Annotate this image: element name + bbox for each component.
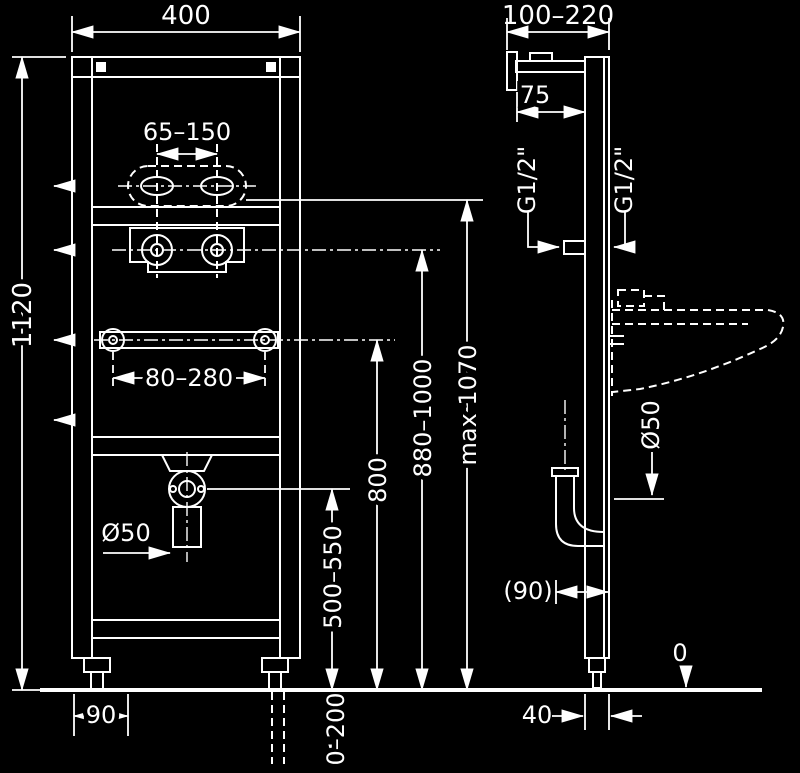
dim-tap-centers-label: 65–150 xyxy=(143,118,231,146)
dim-frame-width-label: 400 xyxy=(161,1,211,31)
side-view: 100–220 75 G1/2" G1/2" Ø50 xyxy=(502,1,785,730)
dim-rail-range-label: 80–280 xyxy=(145,364,233,392)
drain-trap-side xyxy=(551,400,605,547)
frame-side xyxy=(584,56,610,689)
water-connections-front xyxy=(112,227,440,273)
dim-drain-offset-label: (90) xyxy=(503,577,552,605)
dim-foot-offset: 90 xyxy=(73,694,129,736)
drain-front xyxy=(160,452,214,562)
dim-frame-height: 1120 xyxy=(4,56,66,691)
dim-foot-offset-label: 90 xyxy=(86,701,117,729)
dim-bracket-range-label: 100–220 xyxy=(502,1,614,31)
thread-back-callout: G1/2" xyxy=(610,146,638,254)
dim-drain-diameter-side: Ø50 xyxy=(614,400,665,500)
dim-foot-depth-label: 40 xyxy=(522,701,553,729)
floor-zero-callout: 0 xyxy=(672,639,693,688)
dim-bracket-offset: 75 xyxy=(515,77,586,122)
dim-below-floor: 0–200 xyxy=(318,688,355,770)
dim-frame-width: 400 xyxy=(71,1,301,52)
dim-bracket-offset-label: 75 xyxy=(520,81,551,109)
dim-drain-diameter-front-label: Ø50 xyxy=(101,519,150,547)
dim-bracket-range: 100–220 xyxy=(502,1,614,50)
dim-max-height-label: max 1070 xyxy=(454,345,482,466)
dim-drain-diameter-side-label: Ø50 xyxy=(637,400,665,449)
dim-foot-depth: 40 xyxy=(522,694,642,730)
water-connection-side xyxy=(563,240,586,255)
mounting-rail xyxy=(94,328,395,352)
dim-connection-height: 880–1000 xyxy=(405,249,442,691)
thread-front-callout: G1/2" xyxy=(513,146,560,254)
dim-rail-range: 80–280 xyxy=(112,352,266,397)
thread-front-label: G1/2" xyxy=(513,146,541,214)
dim-tap-centers: 65–150 xyxy=(143,118,231,161)
dim-drain-offset: (90) xyxy=(503,577,609,605)
dim-drain-diameter-front: Ø50 xyxy=(101,519,171,560)
thread-back-label: G1/2" xyxy=(610,146,638,214)
washbasin-outline xyxy=(609,289,785,396)
level-marker-arrows xyxy=(53,179,76,427)
floor-zero-label: 0 xyxy=(672,639,687,667)
dim-rail-height: 800 xyxy=(360,339,397,691)
dim-rail-height-label: 800 xyxy=(364,457,392,503)
dim-frame-height-label: 1120 xyxy=(8,282,38,348)
front-view: 65–150 80–280 xyxy=(4,1,487,770)
dim-max-height: max 1070 xyxy=(246,199,487,691)
tap-holes xyxy=(118,144,256,278)
dim-connection-height-label: 880–1000 xyxy=(409,359,437,478)
dim-drain-height: 500–550 xyxy=(207,488,352,691)
wall-bracket-side xyxy=(506,51,586,91)
dim-below-floor-label: 0–200 xyxy=(322,692,350,765)
dim-drain-height-label: 500–550 xyxy=(319,525,347,629)
